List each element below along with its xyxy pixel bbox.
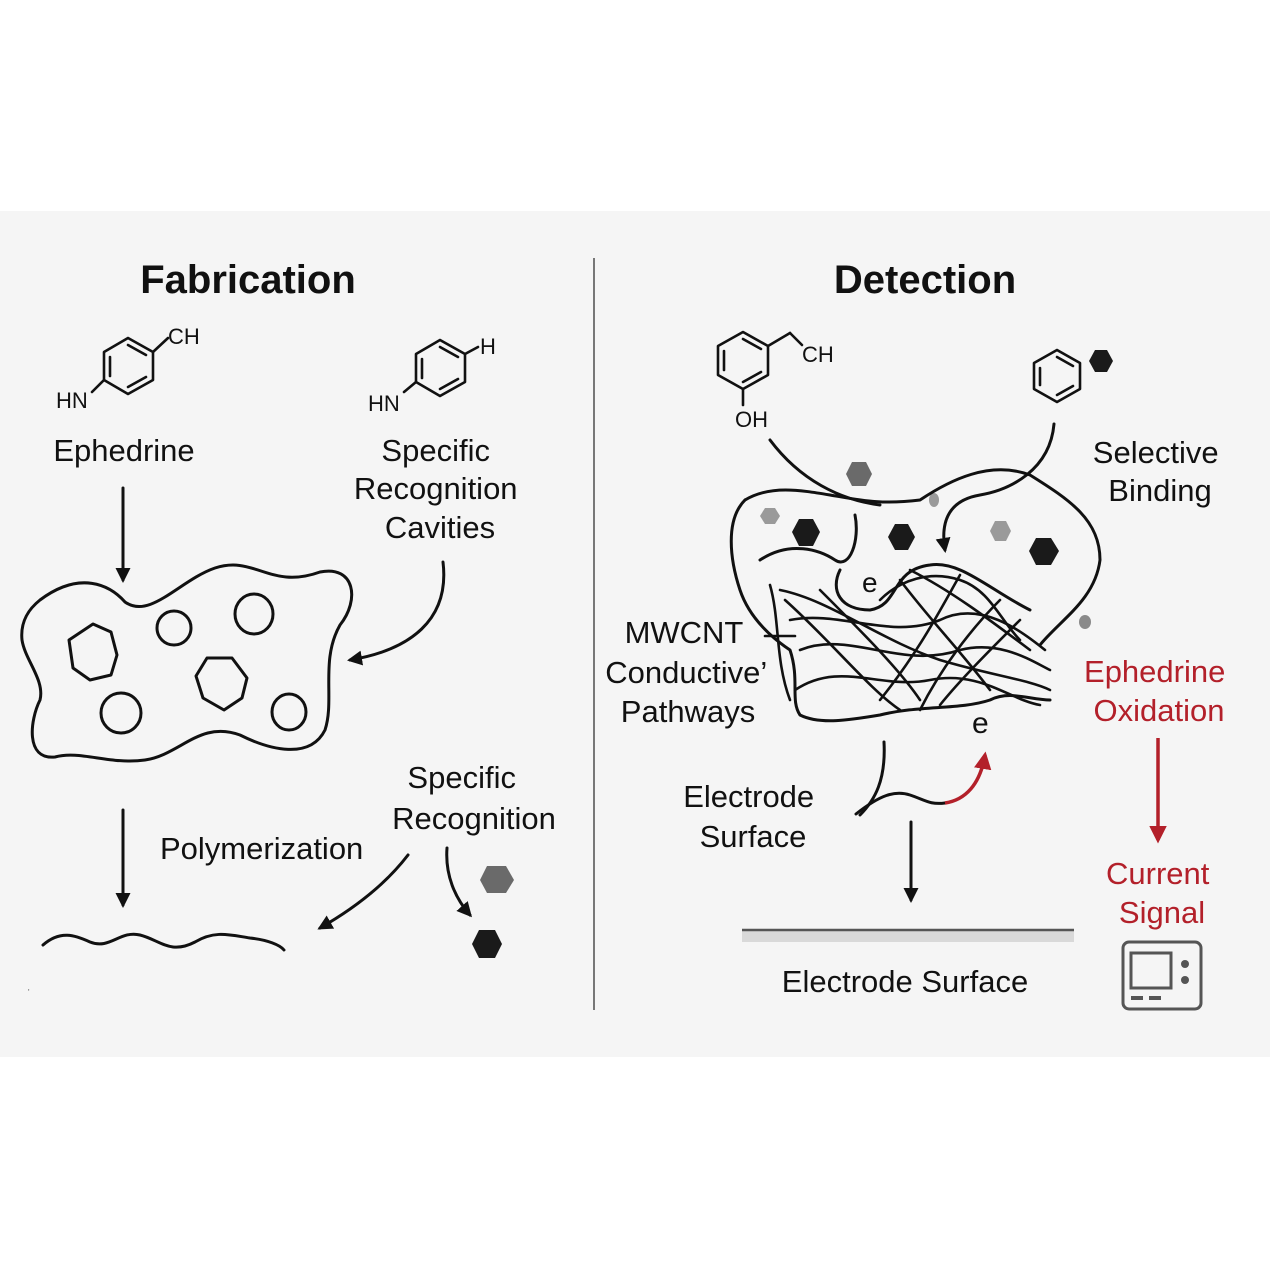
polymer-chain <box>41 932 286 952</box>
mwcnt-polymer-network <box>729 468 1102 723</box>
arrow-icon <box>347 560 446 666</box>
cavity-round <box>233 592 275 636</box>
cavity-irregular <box>194 656 249 712</box>
benzene-ring-icon <box>716 330 770 391</box>
phenyl-hexagon-structure <box>1032 348 1113 404</box>
svg-text:H: H <box>480 334 496 359</box>
svg-text:HN: HN <box>56 388 88 413</box>
ephedrine-structure: CH HN <box>56 324 200 413</box>
imprinted-polymer-matrix <box>20 563 354 763</box>
cavity-round <box>155 609 193 647</box>
particle-dot <box>1079 615 1091 629</box>
stray-mark: ' <box>28 988 30 997</box>
electron-label: e <box>862 567 878 598</box>
svg-text:HN: HN <box>368 391 400 416</box>
arrow-icon <box>944 751 992 805</box>
cavity-round <box>99 691 143 735</box>
electrode-surface <box>742 930 1074 942</box>
hexagon-molecule-icon <box>1089 350 1113 372</box>
hexagon-molecule-icon <box>472 930 502 958</box>
benzene-ring-icon <box>1032 348 1082 404</box>
fabrication-title: Fabrication <box>140 258 356 302</box>
selective-binding-label: Selective Binding <box>1093 435 1227 508</box>
detection-title: Detection <box>834 258 1016 302</box>
specific-recognition-label: Specific Recognition <box>392 760 556 836</box>
hexagon-molecule-icon <box>990 521 1011 541</box>
svg-text:OH: OH <box>735 407 768 432</box>
template-structure: H HN <box>368 334 496 416</box>
hexagon-molecule-icon <box>760 508 780 524</box>
hexagon-molecule-icon <box>480 866 514 893</box>
ephedrine-label: Ephedrine <box>53 433 194 468</box>
electrode-surface-small-label: Electrode Surface <box>683 779 823 854</box>
hexagon-molecule-icon <box>846 462 872 486</box>
mwcnt-label: MWCNT Conductive’ Pathways <box>605 615 774 729</box>
current-signal-label: Current Signal <box>1106 856 1218 930</box>
svg-text:CH: CH <box>802 342 834 367</box>
analyte-structure: CH OH <box>716 330 834 432</box>
electron-label: e <box>972 707 989 740</box>
polymerization-label: Polymerization <box>160 831 363 866</box>
cavity-round <box>270 692 308 732</box>
cavities-label: Specific Recognition Cavities <box>354 433 526 545</box>
arrow-icon <box>317 853 410 930</box>
arrow-icon <box>445 846 472 918</box>
oxidation-label: Ephedrine Oxidation <box>1084 654 1234 728</box>
electron-path <box>854 791 947 816</box>
hexagon-molecule-icon <box>888 524 915 550</box>
particle-dot <box>929 493 939 507</box>
hexagon-molecule-icon <box>792 519 820 546</box>
cavity-hexagonal <box>67 622 119 682</box>
binding-path <box>768 438 882 507</box>
arrow-icon <box>935 422 1056 553</box>
electron-path <box>858 740 886 817</box>
hexagon-molecule-icon <box>1029 538 1059 565</box>
electrode-surface-label: Electrode Surface <box>782 964 1028 999</box>
svg-text:CH: CH <box>168 324 200 349</box>
potentiostat-device-icon <box>1121 940 1203 1011</box>
